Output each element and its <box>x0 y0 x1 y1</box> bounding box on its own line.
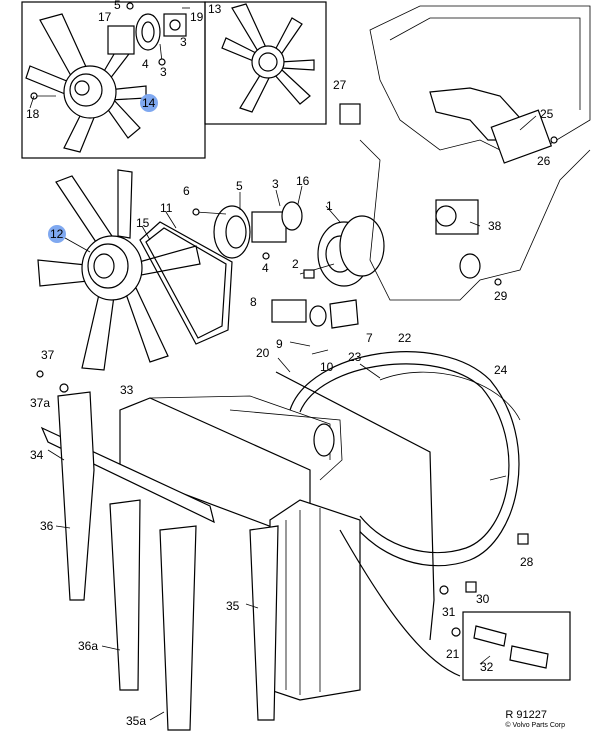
copyright-note: © Volvo Parts Corp <box>505 722 565 729</box>
inset-fan-13 <box>221 3 315 113</box>
callout-35a: 35a <box>126 714 146 728</box>
component-38 <box>435 199 481 279</box>
callout-3-inset: 3 <box>180 35 187 49</box>
callout-25: 25 <box>540 107 554 121</box>
callout-4: 4 <box>262 261 269 275</box>
tensioner-8 <box>271 299 359 355</box>
reference-code: R 91227 <box>505 709 547 721</box>
figure-reference: R 91227 © Volvo Parts Corp <box>505 709 565 729</box>
callout-37a: 37a <box>30 396 50 410</box>
fan-shroud-23 <box>275 351 521 641</box>
fasteners <box>36 136 558 637</box>
callout-30: 30 <box>476 592 490 606</box>
inset-box-32 <box>462 611 571 681</box>
pulley-5-pump-3 <box>192 201 303 260</box>
callout-16: 16 <box>296 174 310 188</box>
callout-36: 36 <box>40 519 54 533</box>
highlight-marker-14 <box>140 94 158 112</box>
callout-5: 5 <box>236 179 243 193</box>
inset-box-fan-variants <box>21 1 327 159</box>
callout-20: 20 <box>256 346 270 360</box>
callout-24: 24 <box>494 363 508 377</box>
callout-17: 17 <box>98 10 112 24</box>
viscous-fan-12 <box>37 169 201 371</box>
drive-belt-11 <box>139 221 233 345</box>
callout-37: 37 <box>41 348 55 362</box>
callout-22: 22 <box>398 331 412 345</box>
callout-36a: 36a <box>78 639 98 653</box>
engine-block <box>339 5 591 301</box>
callout-1: 1 <box>326 199 333 213</box>
callout-5-inset: 4 <box>142 57 149 71</box>
callout-33: 33 <box>120 383 134 397</box>
callout-10: 10 <box>320 360 334 374</box>
callout-13: 13 <box>208 2 222 16</box>
callout-2: 2 <box>292 257 299 271</box>
callout-14: 14 <box>142 96 156 110</box>
callout-27: 27 <box>333 78 347 92</box>
highlight-marker-12 <box>48 225 66 243</box>
callout-31: 31 <box>442 605 456 619</box>
callout-18: 18 <box>26 107 40 121</box>
callout-32: 32 <box>480 660 494 674</box>
callout-6-inset: 5 <box>114 0 121 12</box>
callout-7: 7 <box>366 331 373 345</box>
callout-26: 26 <box>537 154 551 168</box>
inset-fan-14 <box>25 2 190 153</box>
callout-34: 34 <box>30 448 44 462</box>
callout-29: 29 <box>494 289 508 303</box>
callout-35: 35 <box>226 599 240 613</box>
callout-38: 38 <box>488 219 502 233</box>
callout-labels: 5 17 19 13 3 4 3 14 18 27 25 26 6 5 3 16… <box>26 0 554 728</box>
leader-lines <box>29 95 537 721</box>
callout-21: 21 <box>446 647 460 661</box>
callout-19: 19 <box>190 10 204 24</box>
seal-strips <box>40 391 279 731</box>
callout-4-inset: 3 <box>160 65 167 79</box>
callout-28: 28 <box>520 555 534 569</box>
crank-pulley-1 <box>299 215 385 287</box>
callout-11: 11 <box>160 201 173 215</box>
radiator <box>119 395 361 701</box>
callout-23: 23 <box>348 350 362 364</box>
callout-15: 15 <box>136 216 150 230</box>
callout-6: 6 <box>183 184 190 198</box>
callout-3: 3 <box>272 177 279 191</box>
callout-8: 8 <box>250 295 257 309</box>
callout-12: 12 <box>50 227 64 241</box>
callout-9: 9 <box>276 337 283 351</box>
hose-line <box>339 529 461 677</box>
